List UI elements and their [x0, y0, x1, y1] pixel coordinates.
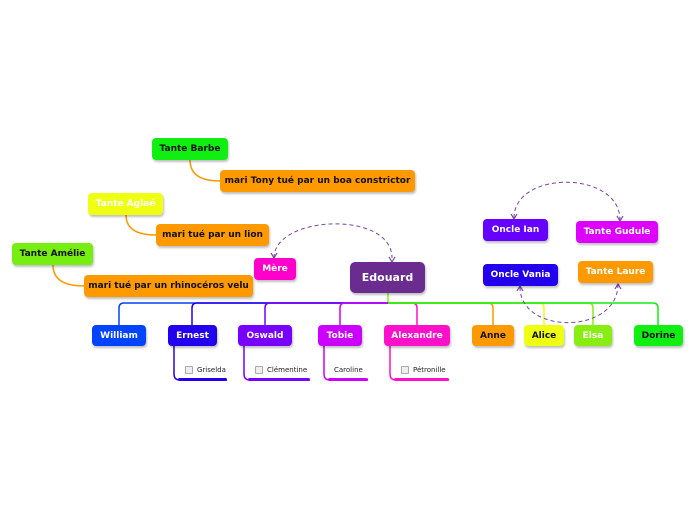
child-connector-line: [388, 302, 594, 325]
child-connector-line: [388, 302, 494, 325]
spouse-connector-line: [323, 346, 368, 381]
spouse-connector-line: [243, 346, 310, 381]
relation-ian-gudule: [513, 181, 621, 221]
subtopic-griselda[interactable]: Griselda: [185, 366, 226, 374]
child-connector-line: [388, 302, 659, 325]
node-elsa[interactable]: Elsa: [574, 325, 612, 346]
child-connector-line: [339, 302, 388, 325]
subtopic-label: Clémentine: [267, 366, 308, 374]
husband-connector-line: [125, 214, 157, 236]
node-mere[interactable]: Mère: [254, 258, 296, 280]
subtopic-label: Pétronille: [413, 366, 446, 374]
subtopic-underline: [248, 378, 310, 381]
node-alexandre[interactable]: Alexandre: [384, 325, 450, 346]
subtopic-label: Griselda: [197, 366, 226, 374]
node-tante-laure[interactable]: Tante Laure: [578, 261, 653, 283]
subtopic-clementine[interactable]: Clémentine: [255, 366, 307, 374]
node-oncle-ian[interactable]: Oncle Ian: [483, 219, 548, 241]
subtopic-underline: [178, 378, 227, 381]
node-tobie[interactable]: Tobie: [318, 325, 362, 346]
node-ernest[interactable]: Ernest: [168, 325, 217, 346]
node-alice[interactable]: Alice: [524, 325, 564, 346]
node-oswald[interactable]: Oswald: [238, 325, 292, 346]
node-anne[interactable]: Anne: [472, 325, 514, 346]
child-connector-line: [388, 302, 418, 325]
note-icon: [401, 366, 409, 374]
child-connector-line: [118, 302, 388, 325]
subtopic-petronille[interactable]: Pétronille: [401, 366, 446, 374]
subtopic-underline: [328, 378, 368, 381]
node-mari-lion[interactable]: mari tué par un lion: [156, 224, 269, 246]
node-mari-tony[interactable]: mari Tony tué par un boa constrictor: [220, 170, 415, 192]
spouse-connector-line: [389, 346, 449, 381]
node-tante-barbe[interactable]: Tante Barbe: [152, 138, 228, 160]
node-mari-rhinoceros[interactable]: mari tué par un rhinocéros velu: [84, 275, 253, 297]
subtopic-underline: [394, 378, 449, 381]
relation-vania-laure: [519, 283, 619, 324]
child-connector-line: [191, 302, 388, 325]
subtopic-label: Caroline: [334, 366, 363, 374]
node-tante-amelie[interactable]: Tante Amélie: [12, 243, 93, 265]
node-dorine[interactable]: Dorine: [634, 325, 683, 346]
spouse-connector-line: [173, 346, 227, 381]
node-tante-gudule[interactable]: Tante Gudule: [576, 221, 658, 243]
node-oncle-vania[interactable]: Oncle Vania: [483, 264, 558, 286]
child-connector-line: [264, 302, 388, 325]
child-connector-line: [388, 302, 545, 325]
husband-connector-line: [189, 159, 221, 182]
subtopic-caroline[interactable]: Caroline: [334, 366, 363, 374]
husband-connector-line: [52, 264, 85, 287]
relation-mere-edouard: [273, 223, 393, 259]
arrow-head: [614, 282, 622, 290]
note-icon: [255, 366, 263, 374]
node-tante-aglae[interactable]: Tante Aglaé: [88, 193, 163, 215]
node-edouard[interactable]: Edouard: [350, 262, 425, 293]
note-icon: [185, 366, 193, 374]
arrow-head: [516, 284, 524, 292]
node-william[interactable]: William: [92, 325, 146, 346]
